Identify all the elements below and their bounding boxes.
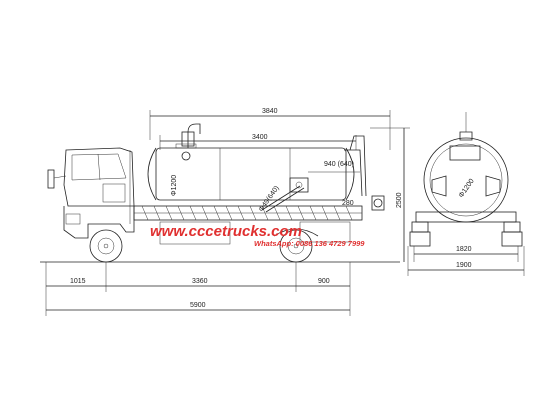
overall-height-label: 2500 [396,192,403,208]
dim-overall-height: 2500 [370,127,410,262]
dim-tank-length: 3400 [159,134,357,150]
wheelbase-label: 3360 [192,278,208,285]
watermark: www.cccetrucks.com WhatsApp: 0086 136 47… [150,223,365,248]
tank-diameter-side-label: Φ1200 [171,175,178,196]
rear-overhang-label: 900 [318,278,330,285]
overall-tank-length-label: 3840 [262,108,278,115]
front-overhang-label: 1015 [70,278,86,285]
rear-view: Φ1200 1820 1900 [407,112,525,276]
tank-length-label: 3400 [252,134,268,141]
dim-bottom-chain: 1015 3360 900 5900 [45,262,351,316]
mirror [47,169,55,189]
tank-rear-circle [423,137,509,223]
watermark-contact: WhatsApp: 0086 136 4729 7999 [254,239,365,248]
vacuum-tank [147,123,367,213]
tank-diameter-rear-label: Φ1200 [458,178,476,199]
pipe-size-label: Φ49(640) [258,185,281,213]
rear-height-label: 280 [342,200,354,207]
watermark-site: www.cccetrucks.com [150,223,302,240]
truck-cab [47,147,135,239]
side-view: 3840 3400 [40,108,410,316]
front-wheel [89,229,123,263]
chassis-frame [133,205,363,245]
dim-overall-tank-length: 3840 [149,108,391,150]
overall-width-label: 1900 [456,262,472,269]
manhole-label: 940 (640) [324,161,354,168]
overall-length-label: 5900 [190,302,206,309]
rear-valve [371,195,385,211]
rear-track-label: 1820 [456,246,472,253]
